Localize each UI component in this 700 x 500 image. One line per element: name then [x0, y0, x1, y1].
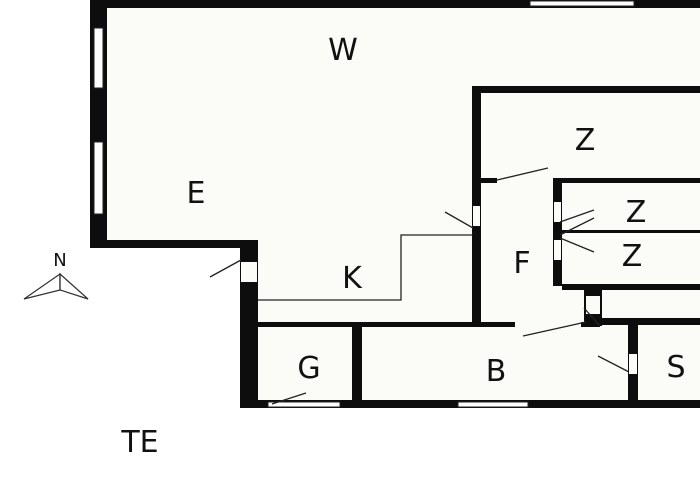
window-b — [457, 401, 529, 408]
room-label-b: B — [486, 354, 507, 389]
window-west-upper — [93, 27, 104, 89]
window-g — [267, 401, 341, 408]
windows — [93, 0, 635, 408]
room-label-w: W — [328, 33, 358, 68]
room-label-te: TE — [120, 425, 158, 460]
room-label-z-lower: Z — [622, 239, 643, 274]
room-label-g: G — [297, 351, 320, 386]
door-swings — [209, 167, 630, 405]
room-label-e: E — [187, 176, 206, 211]
room-label-s: S — [666, 350, 685, 385]
room-label-f: F — [513, 246, 530, 281]
kitchen-outline — [258, 234, 473, 301]
window-north — [529, 0, 635, 7]
door-openings — [241, 177, 637, 374]
room-label-z-upper: Z — [575, 123, 596, 158]
window-west-lower — [93, 141, 104, 215]
room-label-z-middle: Z — [626, 195, 647, 230]
compass-label: N — [53, 250, 66, 271]
room-label-k: K — [342, 261, 363, 296]
north-arrow-icon: N — [23, 250, 89, 300]
